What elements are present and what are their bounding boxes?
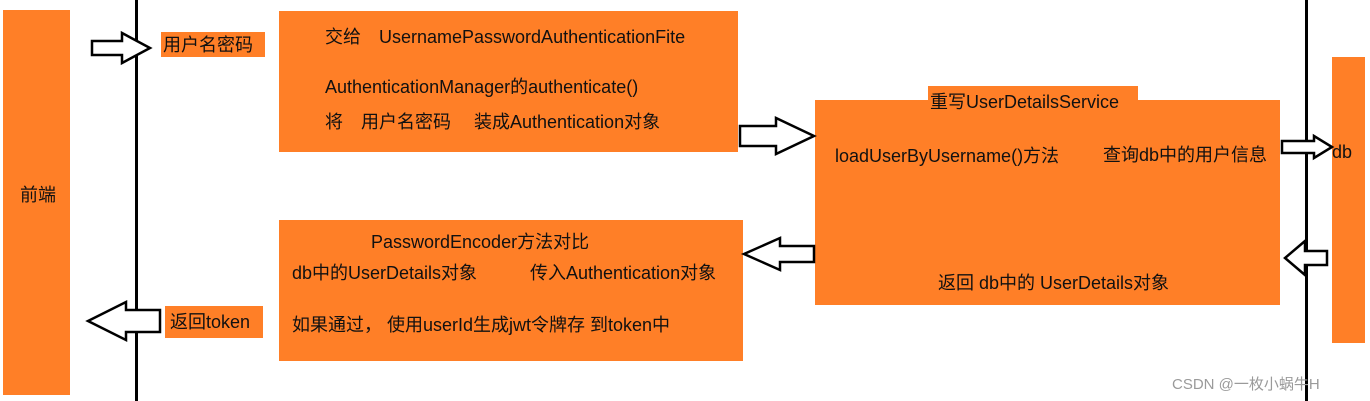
return-token-box	[165, 306, 263, 338]
auth-filter-line1: 交给 UsernamePasswordAuthenticationFite	[325, 27, 686, 47]
return-token-label: 返回token	[170, 312, 251, 332]
password-encoder-line2-left: db中的UserDetails对象	[292, 263, 478, 283]
password-encoder-line2-right: 传入Authentication对象	[530, 263, 717, 283]
user-details-service-box	[815, 100, 1280, 305]
user-details-service-return: 返回 db中的 UserDetails对象	[938, 273, 1170, 293]
password-encoder-box	[279, 220, 743, 361]
watermark: CSDN @一枚小蜗牛H	[1172, 376, 1320, 393]
frontend-label: 前端	[20, 185, 56, 205]
user-details-service-query: 查询db中的用户信息	[1103, 145, 1268, 165]
auth-filter-line3: 将 用户名密码 装成Authentication对象	[325, 112, 661, 132]
user-details-service-method: loadUserByUsername()方法	[835, 146, 1060, 166]
credentials-label: 用户名密码	[163, 35, 253, 55]
db-node	[1332, 57, 1365, 343]
arrow-right-filter-to-service	[738, 116, 817, 156]
frontend-lifeline	[135, 0, 138, 401]
password-encoder-line1: PasswordEncoder方法对比	[371, 232, 590, 252]
arrow-left-service-to-encoder	[740, 236, 816, 272]
db-lifeline	[1305, 0, 1308, 401]
frontend-node	[3, 10, 70, 395]
db-label: db	[1332, 142, 1353, 162]
user-details-service-title-bg	[928, 86, 1138, 110]
arrow-right-frontend-to-credentials	[90, 30, 153, 66]
credentials-box	[161, 32, 265, 57]
user-details-service-title: 重写UserDetailsService	[930, 92, 1120, 112]
arrow-left-db-to-service	[1283, 238, 1329, 278]
password-encoder-line3: 如果通过， 使用userId生成jwt令牌存 到token中	[292, 315, 671, 335]
arrow-left-token-to-frontend	[85, 299, 162, 343]
arrow-right-service-to-db	[1280, 133, 1335, 161]
auth-filter-line2: AuthenticationManager的authenticate()	[325, 77, 639, 97]
auth-filter-box	[279, 11, 738, 152]
